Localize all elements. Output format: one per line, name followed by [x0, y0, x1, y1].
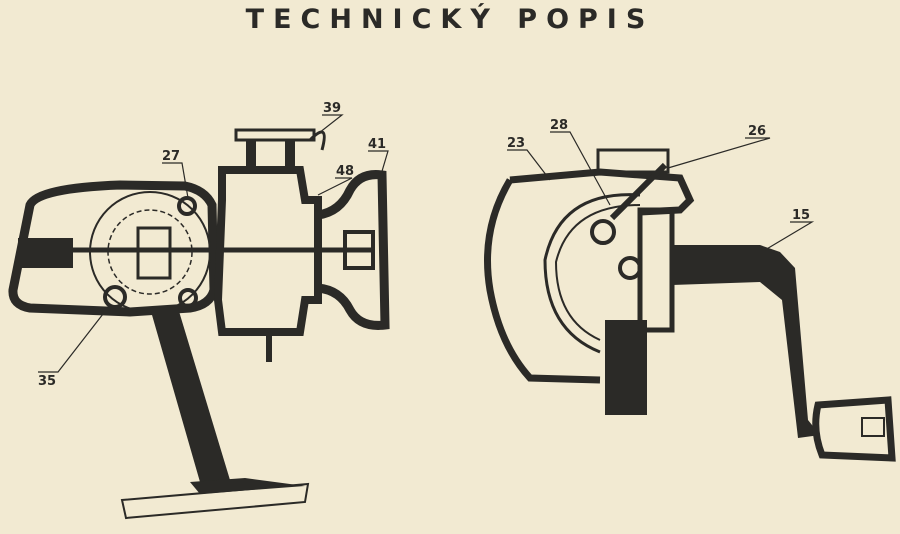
drag-nut — [343, 230, 375, 270]
bail-arm — [609, 162, 668, 221]
spool — [213, 166, 322, 336]
gear-plate — [637, 207, 675, 333]
label-35: 35 — [38, 374, 56, 389]
bolt-27 — [177, 196, 197, 216]
label-27: 27 — [162, 149, 180, 164]
roller — [590, 219, 616, 245]
top-cap — [596, 148, 670, 174]
label-41: 41 — [368, 137, 386, 152]
label-39: 39 — [323, 101, 341, 116]
handle-stub — [18, 238, 73, 268]
bolt-lower — [178, 288, 198, 308]
bolt-35 — [103, 285, 127, 309]
label-26: 26 — [748, 124, 766, 139]
spool-post-2 — [285, 140, 295, 170]
rotor-arc — [543, 193, 641, 354]
label-15: 15 — [792, 208, 810, 223]
right-reel-view — [484, 148, 896, 462]
knob-nut — [861, 417, 885, 437]
page-title: TECHNICKÝ POPIS — [245, 4, 655, 35]
bail-post — [605, 320, 647, 415]
label-48: 48 — [336, 164, 354, 179]
crank-knob — [812, 396, 896, 462]
spool-post — [246, 140, 256, 170]
rotor-arc-inner — [554, 204, 641, 341]
leader-lines — [38, 114, 815, 373]
spool-cap — [234, 128, 316, 142]
bottom-pin — [266, 332, 272, 362]
pinion — [618, 256, 642, 280]
reel-stem — [150, 308, 230, 482]
left-reel-view — [8, 128, 390, 520]
crank-shaft — [670, 253, 774, 275]
rotor-knob — [317, 170, 390, 330]
callout-labels: 39 27 48 41 35 23 28 26 15 — [38, 101, 810, 389]
label-28: 28 — [550, 118, 568, 133]
label-23: 23 — [507, 136, 525, 151]
reel-foot-dark — [190, 478, 305, 494]
crank-arm-15 — [672, 245, 820, 438]
gear-block — [136, 226, 172, 280]
